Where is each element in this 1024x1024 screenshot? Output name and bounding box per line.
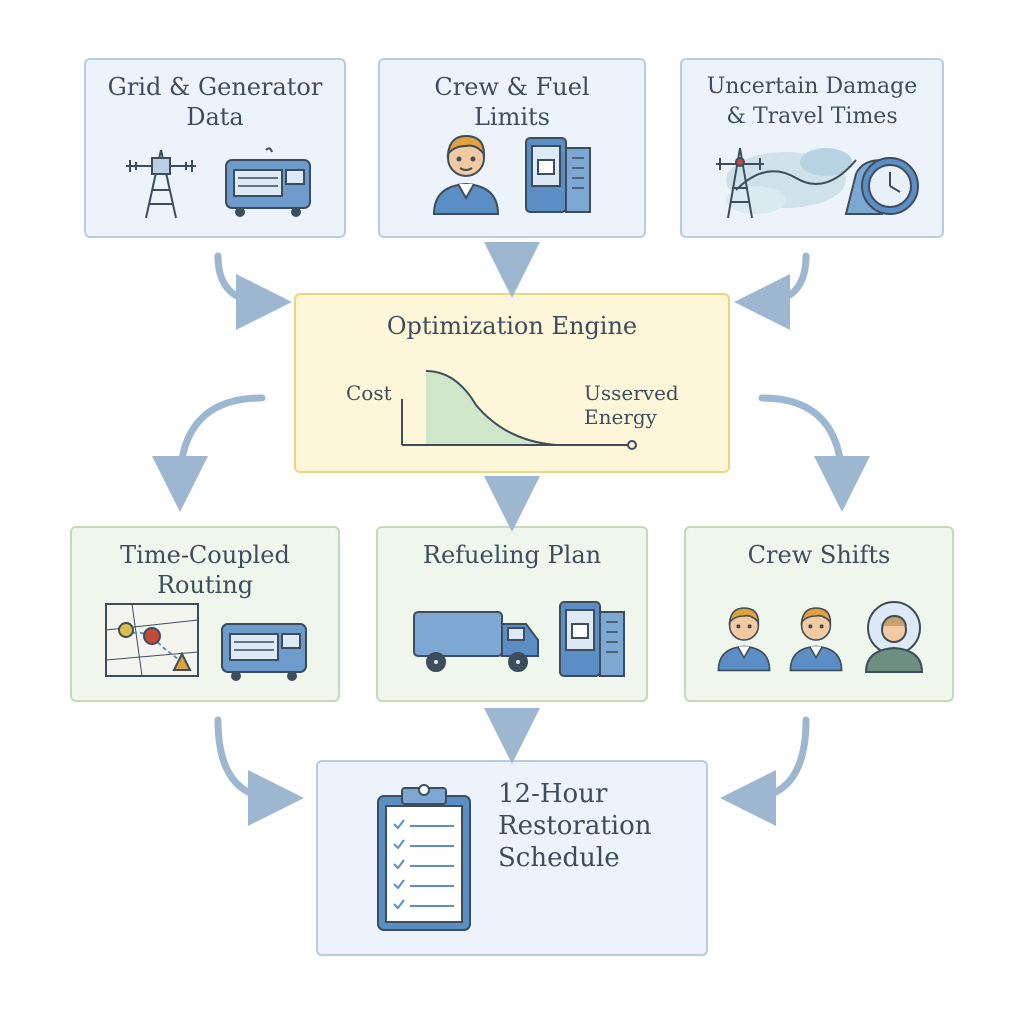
time-coupled-routing-box: Time-Coupled Routing <box>70 526 340 702</box>
arrow-grid-to-engine <box>214 252 292 330</box>
grid-generator-data-title: Grid & Generator Data <box>107 73 323 131</box>
refueling-plan-title: Refueling Plan <box>422 541 602 569</box>
damaged-tower-icon <box>716 147 764 219</box>
generator-icon <box>225 147 311 217</box>
grid-generator-data-box: Grid & Generator Data <box>84 58 346 238</box>
crew-shifts-box: Crew Shifts <box>684 526 954 702</box>
crew-member-icon <box>789 607 843 672</box>
fuel-pump-icon <box>525 137 591 213</box>
map-icon <box>726 148 857 214</box>
crew-member-icon <box>717 607 771 672</box>
refueling-plan-box: Refueling Plan <box>376 526 648 702</box>
arrow-engine-to-routing <box>152 394 266 512</box>
uncertain-damage-title: Uncertain Damage & Travel Times <box>706 74 918 129</box>
optimization-engine-title: Optimization Engine <box>386 312 638 340</box>
crew-fuel-limits-title: Crew & Fuel Limits <box>434 73 590 131</box>
arrow-shifts-to-final <box>720 716 810 826</box>
clipboard-checklist-icon <box>377 784 471 931</box>
route-map-icon <box>105 603 199 677</box>
crew-fuel-limits-box: Crew & Fuel Limits <box>378 58 646 238</box>
restoration-schedule-box: 12-Hour Restoration Schedule <box>316 760 708 956</box>
clock-icon <box>844 157 919 215</box>
crew-shifts-title: Crew Shifts <box>747 541 891 569</box>
arrow-engine-to-shifts <box>758 394 870 512</box>
time-coupled-routing-title: Time-Coupled Routing <box>120 541 290 599</box>
generator-icon <box>221 623 307 681</box>
uncertain-damage-box: Uncertain Damage & Travel Times <box>680 58 944 238</box>
arrow-uncertain-to-engine <box>734 252 810 330</box>
arrow-routing-to-final <box>214 716 304 826</box>
transmission-tower-icon <box>126 149 196 219</box>
fuel-pump-icon <box>559 601 625 677</box>
unserved-energy-axis-label: Usserved Energy <box>584 381 679 429</box>
fuel-truck-icon <box>413 611 539 672</box>
cost-axis-label: Cost <box>346 381 392 405</box>
restoration-schedule-title: 12-Hour Restoration Schedule <box>498 779 652 873</box>
crew-member-icon <box>432 134 500 215</box>
tradeoff-curve-icon <box>401 370 637 450</box>
optimization-engine-box: Optimization Engine Cost Usserved Energy <box>294 293 730 473</box>
clock-crew-icon <box>864 601 924 673</box>
